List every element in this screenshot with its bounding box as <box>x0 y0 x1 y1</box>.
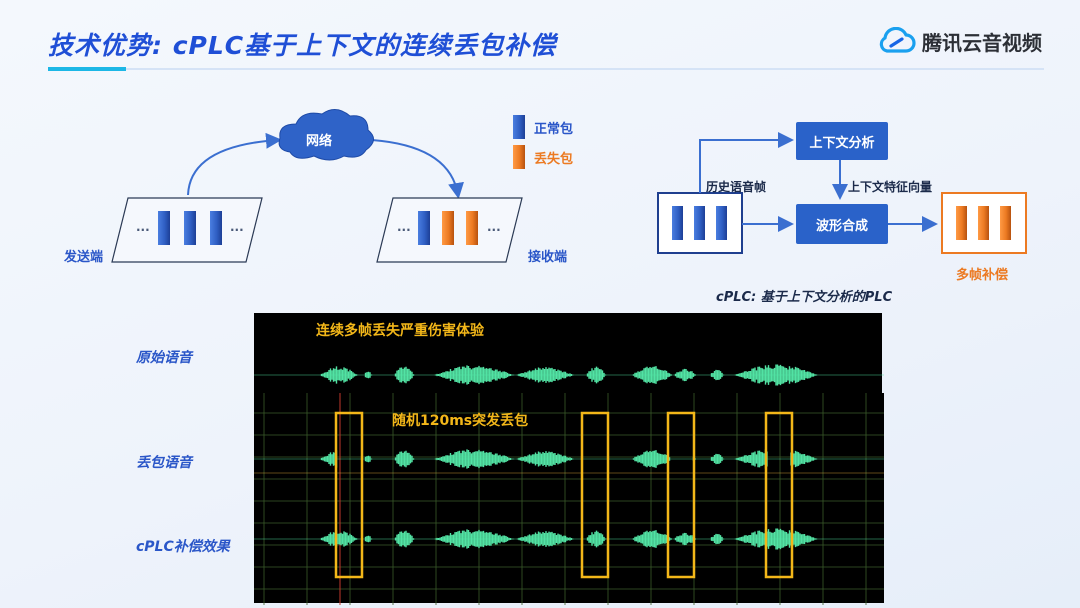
sender-ellipsis-right: ... <box>230 220 244 234</box>
send-arc <box>187 132 282 196</box>
brand-logo: 腾讯云音视频 <box>876 26 1042 56</box>
legend-lost-swatch <box>513 145 525 169</box>
sender-label: 发送端 <box>64 250 104 265</box>
cloud-logo-icon <box>879 27 916 53</box>
receiver-label: 接收端 <box>528 250 568 265</box>
title-divider <box>48 68 1044 70</box>
history-frames-label: 历史语音帧 <box>706 180 767 194</box>
network-cloud-icon <box>278 109 374 161</box>
loss-highlight-box <box>764 411 794 579</box>
loss-highlight-box <box>580 411 610 579</box>
waveform-plot <box>254 364 884 605</box>
network-label: 网络 <box>306 134 333 149</box>
top-wave-caption: 连续多帧丢失严重伤害体验 <box>316 323 484 339</box>
output-frame <box>956 206 967 240</box>
history-frame <box>694 206 705 240</box>
loss-highlight-box <box>666 411 696 579</box>
brand-name: 腾讯云音视频 <box>922 30 1042 55</box>
row-label-cplc: cPLC补偿效果 <box>136 539 230 555</box>
history-frame <box>672 206 683 240</box>
lossy-waveform <box>320 449 818 469</box>
packet-normal <box>158 211 170 245</box>
row-label-original: 原始语音 <box>136 350 192 366</box>
cplc-waveform <box>320 528 818 550</box>
legend-normal-swatch <box>513 115 525 139</box>
row-label-lossy: 丢包语音 <box>136 455 192 471</box>
packet-lost <box>466 211 478 245</box>
title-divider-accent <box>48 67 126 71</box>
receiver-ellipsis-right: ... <box>487 220 501 234</box>
packet-normal <box>184 211 196 245</box>
context-analysis-box: 上下文分析 <box>796 122 888 160</box>
arrow-to-analysis <box>699 132 794 193</box>
flow-caption: cPLC: 基于上下文分析的PLC <box>716 290 893 305</box>
history-frame <box>716 206 727 240</box>
feature-vector-label: 上下文特征向量 <box>848 180 933 194</box>
output-frame <box>978 206 989 240</box>
network-diagram <box>111 109 1027 263</box>
packet-normal <box>418 211 430 245</box>
output-frame <box>1000 206 1011 240</box>
legend-lost-label: 丢失包 <box>534 152 574 167</box>
page-title: 技术优势: cPLC基于上下文的连续丢包补偿 <box>48 31 557 60</box>
mid-wave-caption: 随机120ms突发丢包 <box>392 413 529 429</box>
loss-highlight-box <box>334 411 364 579</box>
legend-normal-label: 正常包 <box>534 122 574 137</box>
packet-normal <box>210 211 222 245</box>
packet-lost <box>442 211 454 245</box>
original-waveform <box>320 364 818 386</box>
receive-arc <box>371 139 464 199</box>
compare-wave-panel <box>254 393 884 603</box>
sender-ellipsis-left: ... <box>136 220 150 234</box>
waveform-synthesis-box: 波形合成 <box>796 204 888 244</box>
receiver-ellipsis-left: ... <box>397 220 411 234</box>
multi-frame-comp-label: 多帧补偿 <box>956 268 1009 283</box>
